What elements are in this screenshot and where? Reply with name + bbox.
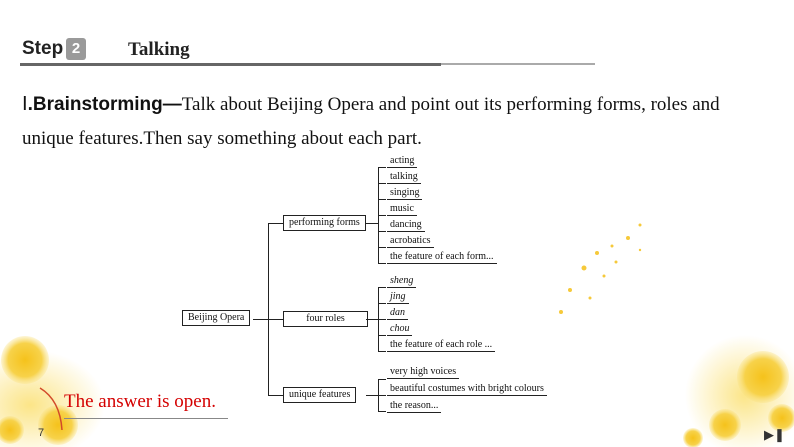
branch-performing-forms: performing forms	[283, 215, 366, 231]
connector	[253, 319, 268, 320]
connector	[378, 263, 386, 264]
connector	[378, 167, 386, 168]
branch-unique-features: unique features	[283, 387, 357, 403]
play-next-icon[interactable]: ▶❚	[764, 427, 785, 442]
leaf-item: the feature of each form...	[387, 251, 497, 264]
leaf-item: singing	[387, 187, 423, 200]
connector	[378, 183, 386, 184]
leaf-item: the reason...	[387, 400, 442, 413]
leaf-item: music	[387, 203, 417, 216]
roman-numeral: Ⅰ	[22, 94, 28, 115]
branch-four-roles: four roles	[283, 311, 368, 327]
connector	[378, 231, 386, 232]
leaf-item: the feature of each role ...	[387, 339, 496, 352]
header-rule-dark	[20, 63, 441, 66]
header-rule-light	[441, 63, 595, 65]
connector	[378, 411, 386, 412]
leaf-item: dancing	[387, 219, 425, 232]
connector	[268, 223, 283, 224]
answer-underline	[64, 418, 228, 419]
leaf-item: sheng	[387, 275, 417, 288]
connector	[366, 319, 378, 320]
connector	[366, 223, 378, 224]
instruction-paragraph: Ⅰ.Brainstorming—Talk about Beijing Opera…	[22, 88, 772, 156]
connector	[378, 351, 386, 352]
leaf-item: dan	[387, 307, 408, 320]
leaf-item: chou	[387, 323, 413, 336]
connector	[378, 247, 386, 248]
connector	[378, 319, 386, 320]
connector	[366, 395, 378, 396]
connector	[378, 199, 386, 200]
connector	[378, 287, 386, 288]
connector	[378, 335, 386, 336]
connector	[268, 395, 283, 396]
section-title: Talking	[128, 39, 190, 60]
connector	[378, 395, 386, 396]
connector	[268, 223, 269, 395]
connector	[378, 379, 386, 380]
step-label: Step	[22, 38, 64, 59]
brainstorming-heading: .Brainstorming—	[27, 94, 182, 115]
leaf-item: very high voices	[387, 366, 460, 379]
connector	[268, 319, 283, 320]
step-number-badge: 2	[66, 38, 86, 60]
leaf-item: jing	[387, 291, 409, 304]
leaf-item: acrobatics	[387, 235, 434, 248]
instruction-text: Talk about Beijing Opera and point out i…	[22, 94, 720, 149]
page-number: 7	[38, 427, 45, 439]
connector	[378, 303, 386, 304]
leaf-item: beautiful costumes with bright colours	[387, 383, 547, 396]
connector	[378, 215, 386, 216]
answer-text: The answer is open.	[64, 391, 216, 412]
leaf-item: acting	[387, 155, 418, 168]
mindmap-root: Beijing Opera	[182, 310, 251, 326]
leaf-item: talking	[387, 171, 421, 184]
